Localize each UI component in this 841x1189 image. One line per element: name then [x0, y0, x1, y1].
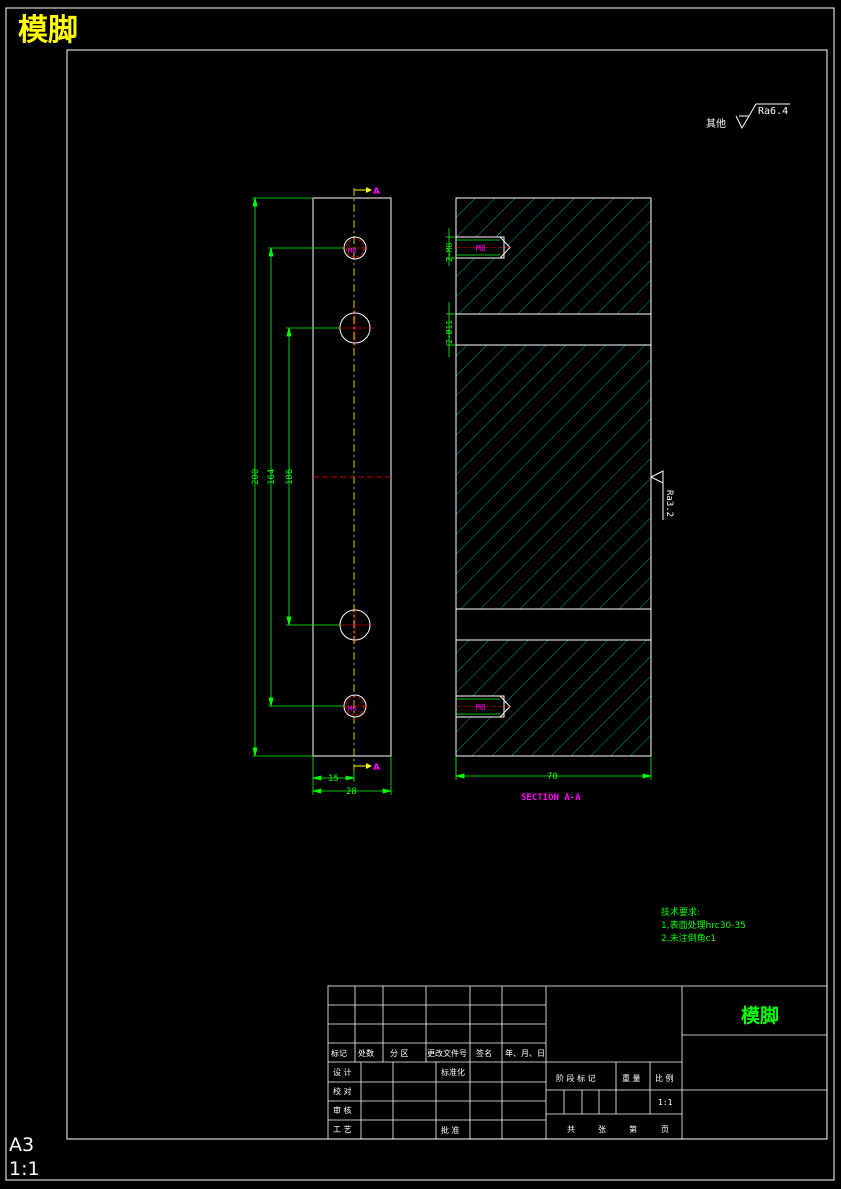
title-block-text: 标记 处数 分 区 更改文件号 签名 年、月、日 设 计 标准化 校 对 审 核… — [331, 1048, 674, 1135]
label-weight: 重 量 — [622, 1073, 641, 1083]
outer-border — [5, 7, 835, 1181]
title-block — [327, 985, 828, 1140]
callout-2-m8 — [446, 228, 456, 266]
label-stage: 阶 段 标 记 — [556, 1073, 596, 1083]
threaded-hole-bottom: M8 — [341, 694, 369, 718]
header-count: 处数 — [358, 1048, 374, 1058]
title-block-part-name: 模脚 — [741, 1004, 779, 1027]
roughness-side-value: Ra3.2 — [664, 490, 674, 517]
sheet-page-label: 页 — [661, 1125, 669, 1134]
notes-heading: 技术要求: — [661, 906, 700, 918]
label-approve: 批 准 — [441, 1125, 460, 1135]
label-scale: 比 例 — [655, 1073, 674, 1083]
sheet-total-label: 共 — [567, 1125, 575, 1134]
dimension-164 — [268, 247, 344, 707]
roughness-side-symbol — [650, 470, 664, 520]
header-change-doc: 更改文件号 — [427, 1048, 467, 1058]
header-date: 年、月、日 — [505, 1048, 545, 1058]
label-check: 校 对 — [333, 1086, 352, 1096]
callout-2-d11 — [446, 302, 456, 357]
dimension-200-value: 200 — [251, 469, 261, 485]
inner-border — [66, 49, 828, 1140]
threaded-hole-bottom-label: M8 — [348, 705, 356, 713]
dimension-106-value: 106 — [285, 469, 295, 485]
section-thread-bottom-label: M8 — [476, 703, 486, 712]
sheet-scale-label: 1:1 — [9, 1158, 40, 1180]
callout-2-d11-value: 2-Ø11 — [444, 320, 454, 344]
roughness-other-value: Ra6.4 — [758, 106, 788, 117]
section-marker-top-label: A — [373, 187, 380, 197]
paper-size-label: A3 — [9, 1134, 35, 1156]
header-mark: 标记 — [331, 1048, 347, 1058]
pin-hole-top — [336, 310, 374, 346]
sheet-count-label: 张 — [598, 1125, 606, 1134]
section-hatch-middle — [456, 345, 651, 609]
dimension-164-value: 164 — [267, 469, 277, 485]
roughness-other-label: 其他 — [706, 117, 726, 130]
section-caption: SECTION A-A — [521, 793, 581, 803]
label-standardize: 标准化 — [441, 1067, 465, 1077]
label-review: 审 核 — [333, 1105, 352, 1115]
section-marker-bottom-label: A — [373, 763, 380, 773]
dimension-70 — [455, 756, 652, 780]
sheet-no-label: 第 — [629, 1124, 637, 1134]
section-marker-top: A — [354, 187, 380, 197]
label-process: 工 艺 — [333, 1125, 352, 1134]
header-zone: 分 区 — [390, 1049, 409, 1058]
header-sign: 签名 — [476, 1048, 492, 1058]
dimension-200 — [252, 197, 313, 757]
threaded-hole-top-label: M8 — [348, 247, 356, 255]
label-design: 设 计 — [333, 1067, 352, 1077]
section-thread-top: M8 — [455, 236, 512, 259]
note-item-1: 1,表面处理hrc30-35 — [661, 919, 746, 931]
dimension-28-value: 28 — [346, 787, 357, 797]
front-view: M8 M8 A A — [251, 187, 392, 797]
dimension-15 — [312, 756, 355, 795]
dimension-70-value: 70 — [547, 772, 558, 782]
callout-2-m8-value: 2-M8 — [445, 243, 454, 262]
dimension-28 — [312, 756, 392, 795]
section-thread-bottom: M8 — [455, 695, 512, 718]
roughness-other-symbol: 其他 Ra6.4 — [706, 103, 790, 130]
sheet-title: 模脚 — [18, 13, 78, 48]
section-marker-bottom: A — [354, 763, 380, 773]
note-item-2: 2.未注倒角c1 — [661, 932, 716, 944]
dimension-15-value: 15 — [328, 774, 339, 784]
threaded-hole-top: M8 — [341, 236, 369, 260]
section-view: M8 M8 2-M8 2-Ø11 Ra3.2 — [444, 197, 674, 803]
pin-hole-bottom — [336, 607, 374, 643]
technical-notes: 技术要求: 1,表面处理hrc30-35 2.未注倒角c1 — [661, 906, 746, 944]
value-scale: 1:1 — [658, 1098, 673, 1107]
section-thread-top-label: M8 — [476, 244, 486, 253]
dimension-106 — [286, 327, 340, 626]
